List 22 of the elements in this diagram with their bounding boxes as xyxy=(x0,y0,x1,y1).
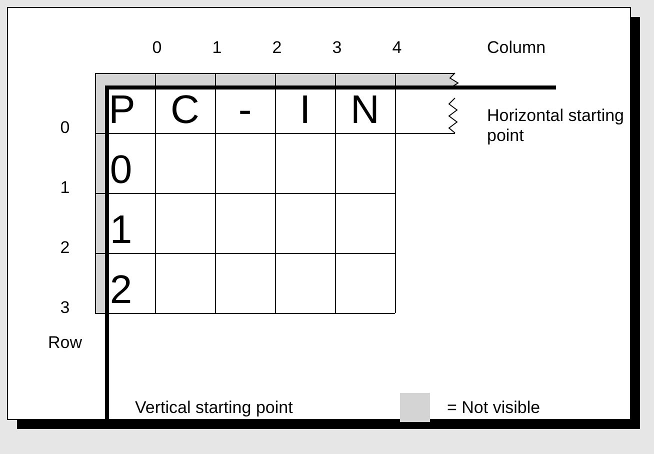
row-number: 0 xyxy=(60,118,70,138)
legend-text: = Not visible xyxy=(447,398,540,418)
grid-character: I xyxy=(299,88,311,132)
row-number: 1 xyxy=(60,178,70,198)
row-number: 2 xyxy=(60,238,70,258)
column-number: 0 xyxy=(152,38,162,58)
column-number: 2 xyxy=(272,38,282,58)
grid-character: N xyxy=(350,88,380,132)
annotation-text: Horizontal starting point xyxy=(487,106,626,147)
axis-title: Row xyxy=(48,333,82,354)
annotation-text: Vertical starting point xyxy=(135,398,293,418)
column-number: 1 xyxy=(212,38,222,58)
grid-character: P xyxy=(108,88,136,132)
grid-character: 2 xyxy=(110,268,132,312)
column-number: 4 xyxy=(392,38,402,58)
column-number: 3 xyxy=(332,38,342,58)
grid-character: - xyxy=(238,88,252,132)
row-number: 3 xyxy=(60,298,70,318)
grid-character: 1 xyxy=(110,208,132,252)
grid-character: 0 xyxy=(110,148,132,192)
grid-character: C xyxy=(170,88,200,132)
axis-title: Column xyxy=(487,38,546,58)
